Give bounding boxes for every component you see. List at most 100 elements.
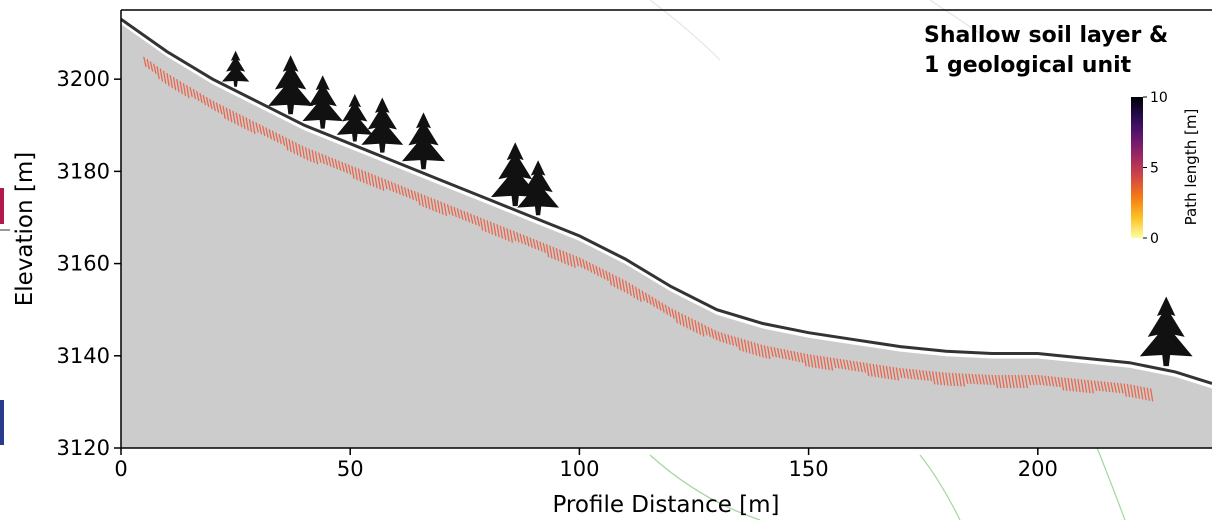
path-length-marker (347, 164, 352, 175)
path-length-marker (311, 149, 315, 164)
path-length-marker (971, 373, 975, 385)
path-length-marker (192, 88, 197, 100)
path-length-marker (598, 267, 603, 278)
path-length-marker (618, 277, 622, 291)
trees (221, 50, 1193, 367)
path-length-marker (671, 308, 675, 319)
path-length-marker (932, 371, 936, 385)
path-length-marker (912, 369, 916, 380)
path-length-marker (506, 228, 510, 242)
path-length-marker (974, 374, 979, 385)
path-length-marker (1044, 375, 1048, 386)
path-length-marker (219, 104, 223, 115)
path-length-marker (621, 278, 626, 293)
path-length-marker (354, 167, 358, 181)
path-length-marker (902, 368, 906, 379)
path-length-marker (512, 230, 517, 242)
path-length-marker (945, 372, 949, 386)
path-length-marker (1097, 380, 1101, 392)
path-length-marker (196, 90, 200, 102)
path-length-marker (1064, 377, 1068, 391)
path-length-marker (753, 342, 758, 356)
path-length-marker (222, 105, 226, 120)
path-length-marker (839, 358, 843, 370)
path-length-marker (153, 63, 157, 74)
path-length-marker (849, 360, 853, 371)
path-length-marker (308, 148, 312, 162)
path-length-marker (615, 275, 619, 289)
path-length-marker (291, 140, 296, 154)
path-length-marker (225, 107, 230, 121)
path-length-marker (503, 226, 507, 241)
path-length-marker (172, 76, 177, 91)
x-tick-label: 150 (789, 457, 829, 481)
path-length-marker (446, 204, 451, 215)
path-length-marker (826, 356, 830, 371)
path-length-marker (1126, 383, 1131, 398)
path-length-marker (304, 147, 309, 161)
path-length-marker (935, 371, 939, 385)
path-length-marker (981, 374, 985, 385)
path-length-marker (697, 321, 702, 336)
path-length-marker (470, 213, 474, 224)
path-length-marker (968, 373, 972, 384)
path-length-marker (991, 374, 995, 386)
path-length-marker (674, 310, 678, 324)
path-length-marker (443, 202, 447, 217)
colorbar-tick-label: 10 (1150, 90, 1168, 106)
path-length-marker (793, 351, 797, 362)
path-length-marker (324, 155, 329, 166)
path-length-marker (869, 363, 873, 377)
path-length-marker (816, 355, 820, 369)
path-length-marker (783, 349, 787, 360)
path-length-marker (565, 252, 570, 266)
path-length-marker (720, 332, 725, 343)
path-length-marker (1034, 374, 1038, 386)
tree-icon (361, 97, 404, 153)
path-length-marker (288, 138, 292, 153)
path-length-marker (1047, 375, 1051, 387)
path-length-marker (374, 175, 378, 189)
path-length-marker (146, 59, 150, 70)
path-length-marker (248, 119, 253, 133)
path-length-marker (229, 109, 233, 123)
path-length-marker (842, 359, 847, 370)
path-length-marker (955, 373, 959, 387)
path-length-marker (961, 373, 966, 387)
path-length-marker (635, 286, 639, 300)
path-length-marker (380, 177, 385, 191)
path-length-marker (984, 374, 989, 385)
path-length-marker (654, 298, 659, 309)
path-length-marker (499, 225, 504, 239)
path-length-marker (285, 137, 289, 151)
path-length-marker (1107, 381, 1111, 393)
path-length-marker (189, 86, 193, 98)
path-length-marker (681, 313, 685, 327)
path-length-marker (664, 304, 669, 315)
path-length-marker (1031, 374, 1035, 386)
path-length-marker (704, 325, 708, 336)
path-length-marker (951, 372, 956, 387)
path-length-marker (833, 357, 837, 369)
path-length-marker (750, 341, 754, 355)
path-length-marker (1037, 374, 1042, 386)
path-length-marker (773, 347, 777, 358)
path-length-marker (872, 363, 876, 378)
path-length-marker (149, 61, 154, 72)
path-length-marker (318, 152, 322, 163)
path-length-marker (529, 237, 533, 248)
path-length-marker (677, 311, 682, 326)
path-length-marker (770, 346, 774, 357)
path-length-marker (1113, 382, 1117, 393)
y-tick-label: 3140 (57, 344, 110, 368)
path-length-marker (281, 135, 286, 146)
tree-icon (336, 93, 373, 142)
path-length-marker (965, 373, 969, 384)
path-length-marker (397, 184, 401, 195)
path-length-marker (258, 124, 263, 135)
y-axis-label: Elevation [m] (12, 152, 38, 307)
path-length-marker (941, 372, 946, 386)
